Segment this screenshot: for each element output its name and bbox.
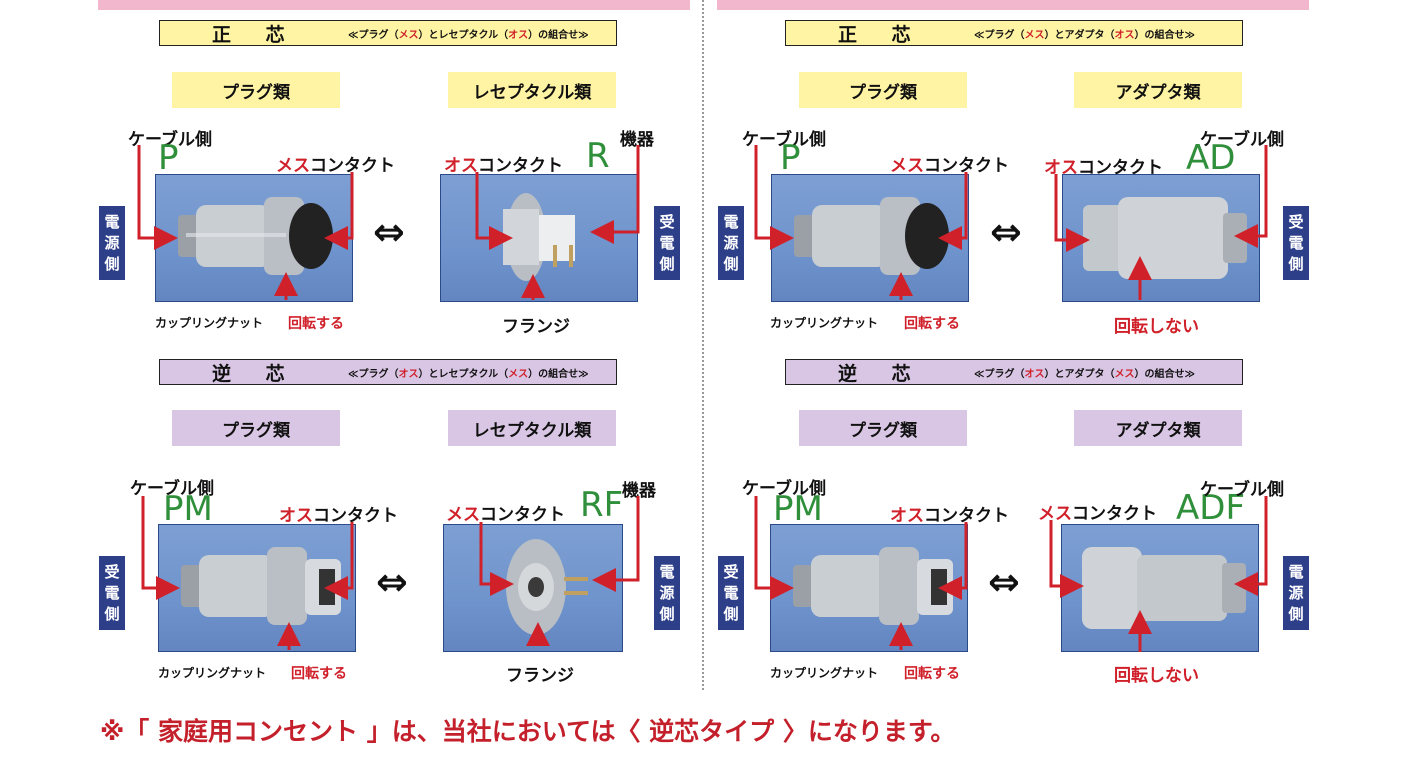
model-code-plug: P (780, 138, 801, 178)
side-badge-power: 電源側 (1283, 556, 1309, 630)
reverse-header-right: 逆 芯 ≪プラグ（オス）とアダプタ（メス）の組合せ≫ (785, 359, 1243, 385)
header-subtitle: ≪プラグ（オス）とレセプタクル（メス）の組合せ≫ (348, 368, 589, 380)
plug-illustration (794, 197, 949, 275)
plug-illustration (178, 197, 333, 275)
exchange-symbol: ⇔ (988, 560, 1020, 604)
plug-photo (770, 524, 968, 652)
normal-header-left: 正 芯 ≪プラグ（メス）とレセプタクル（オス）の組合せ≫ (159, 20, 617, 46)
contact-label-plug: メスコンタクト (890, 156, 1009, 176)
plug-photo (771, 174, 969, 302)
model-code-adapter: AD (1186, 138, 1236, 178)
coupling-nut-label: カップリングナット (155, 316, 264, 330)
header-title: 逆 芯 (212, 362, 299, 385)
receptacle-illustration (503, 193, 575, 281)
header-subtitle: ≪プラグ（メス）とアダプタ（オス）の組合せ≫ (974, 29, 1195, 41)
contact-label-receptacle: メスコンタクト (446, 505, 565, 525)
contact-label-plug: オスコンタクト (279, 506, 398, 526)
flange-label: フランジ (506, 666, 574, 686)
normal-header-right: 正 芯 ≪プラグ（メス）とアダプタ（オス）の組合せ≫ (785, 20, 1243, 46)
coupling-nut-label: カップリングナット (158, 666, 267, 680)
no-rotate-label: 回転しない (1114, 317, 1199, 337)
rotate-label: 回転する (291, 666, 347, 682)
adapter-photo (1062, 174, 1260, 302)
top-bar-right (717, 0, 1309, 10)
model-code-adapter: ADF (1176, 488, 1245, 528)
category-adapter: アダプタ類 (1074, 410, 1242, 446)
category-receptacle: レセプタクル類 (448, 72, 616, 108)
contact-label-receptacle: オスコンタクト (444, 156, 563, 176)
exchange-symbol: ⇔ (376, 560, 408, 604)
category-adapter: アダプタ類 (1074, 72, 1242, 108)
plug-photo (155, 174, 353, 302)
cable-side-label: ケーブル側 (130, 479, 214, 499)
header-title: 正 芯 (838, 23, 925, 46)
plug-photo (158, 524, 356, 652)
panel-divider (702, 0, 704, 690)
coupling-nut-label: カップリングナット (770, 666, 879, 680)
header-title: 正 芯 (212, 23, 299, 46)
cable-side-label-right: ケーブル側 (1200, 130, 1284, 150)
rotate-label: 回転する (288, 316, 344, 332)
receptacle-photo (440, 174, 638, 302)
side-badge-power: 電源側 (99, 206, 125, 280)
header-subtitle: ≪プラグ（メス）とレセプタクル（オス）の組合せ≫ (348, 29, 589, 41)
device-label: 機器 (620, 130, 654, 150)
model-code-receptacle: R (586, 136, 610, 176)
exchange-symbol: ⇔ (990, 210, 1022, 254)
side-badge-receiving: 受電側 (654, 206, 680, 280)
contact-label-adapter: メスコンタクト (1038, 504, 1157, 524)
footer-note: ※「 家庭用コンセント 」は、当社においては〈 逆芯タイプ 〉になります。 (100, 717, 956, 746)
reverse-header-left: 逆 芯 ≪プラグ（オス）とレセプタクル（メス）の組合せ≫ (159, 359, 617, 385)
exchange-symbol: ⇔ (373, 210, 405, 254)
contact-label-plug: オスコンタクト (890, 506, 1009, 526)
plug-illustration (793, 547, 953, 625)
plug-illustration (181, 547, 341, 625)
category-plug: プラグ類 (172, 72, 340, 108)
category-plug: プラグ類 (172, 410, 340, 446)
cable-side-label-right: ケーブル側 (1200, 480, 1284, 500)
cable-side-label: ケーブル側 (742, 479, 826, 499)
side-badge-power: 電源側 (718, 206, 744, 280)
contact-label-plug: メスコンタクト (276, 156, 395, 176)
adapter-illustration (1082, 547, 1246, 629)
header-title: 逆 芯 (838, 362, 925, 385)
rotate-label: 回転する (904, 666, 960, 682)
category-receptacle: レセプタクル類 (448, 410, 616, 446)
category-plug: プラグ類 (799, 72, 967, 108)
device-label: 機器 (622, 481, 656, 501)
model-code-receptacle: RF (580, 485, 624, 525)
model-code-plug: P (158, 138, 179, 178)
receptacle-photo (443, 524, 623, 652)
receptacle-illustration (506, 539, 588, 635)
header-subtitle: ≪プラグ（オス）とアダプタ（メス）の組合せ≫ (974, 368, 1195, 380)
contact-label-adapter: オスコンタクト (1044, 158, 1163, 178)
no-rotate-label: 回転しない (1114, 666, 1199, 686)
model-code-plug: PM (163, 489, 213, 529)
side-badge-receiving: 受電側 (99, 556, 125, 630)
rotate-label: 回転する (904, 316, 960, 332)
adapter-photo (1061, 524, 1259, 652)
category-plug: プラグ類 (799, 410, 967, 446)
side-badge-receiving: 受電側 (718, 556, 744, 630)
side-badge-receiving: 受電側 (1283, 206, 1309, 280)
flange-label: フランジ (502, 317, 570, 337)
adapter-illustration (1083, 197, 1247, 279)
coupling-nut-label: カップリングナット (770, 316, 879, 330)
side-badge-power: 電源側 (654, 556, 680, 630)
top-bar-left (98, 0, 690, 10)
model-code-plug: PM (773, 489, 823, 529)
